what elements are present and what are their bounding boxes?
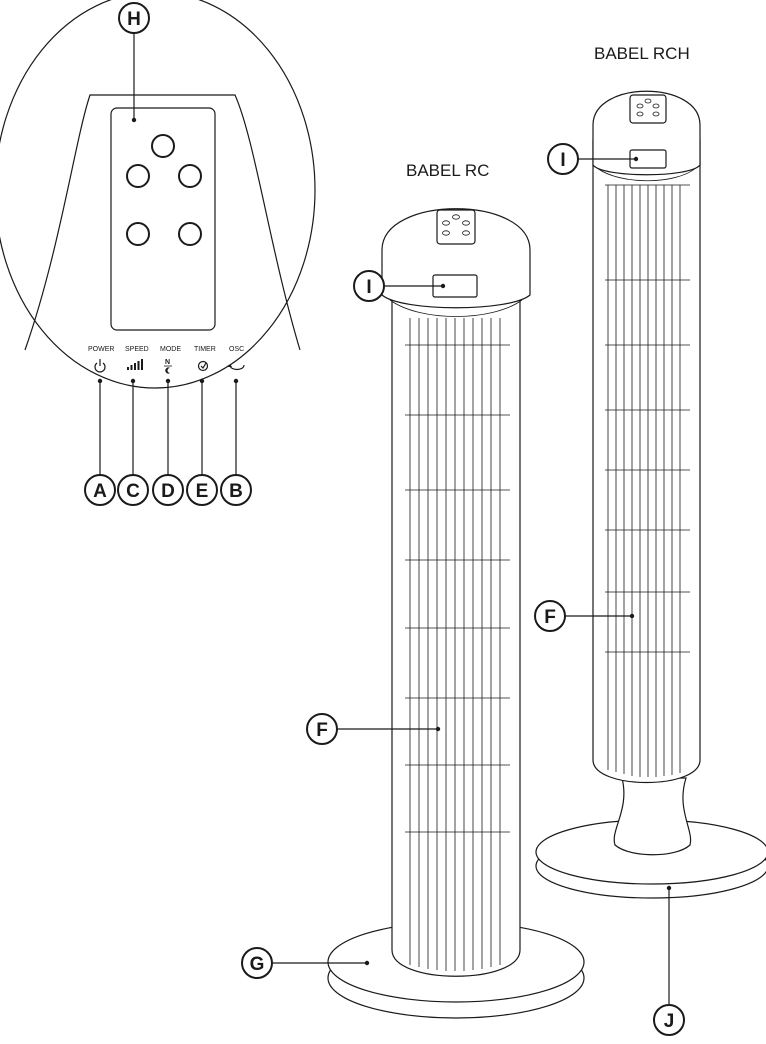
callout-i-rch: I xyxy=(547,143,639,175)
fan-babel-rch xyxy=(535,90,766,899)
fan-babel-rc xyxy=(327,208,585,1019)
model-title-babel-rc: BABEL RC xyxy=(406,161,489,180)
rch-head-rim xyxy=(596,167,697,182)
callout-d: D xyxy=(152,474,184,506)
rc-head-rim xyxy=(389,299,523,317)
control-panel-zoom: POWER SPEED MODE TIMER OSC N xyxy=(0,0,316,475)
callout-f-rc: F xyxy=(306,713,441,745)
callout-letter-j: J xyxy=(664,1011,675,1032)
panel-leaders xyxy=(97,378,239,475)
rc-head xyxy=(381,208,531,309)
callout-letter-i-rc: I xyxy=(366,277,371,298)
rc-top-buttons xyxy=(442,214,470,236)
callout-h: H xyxy=(118,2,150,123)
rc-grille xyxy=(405,318,510,971)
callout-letter-b: B xyxy=(229,481,243,502)
callout-c: C xyxy=(117,474,149,506)
control-label-timer: TIMER xyxy=(194,346,216,353)
control-label-speed: SPEED xyxy=(125,346,149,353)
speed-bars-icon xyxy=(127,359,143,370)
callout-i-rc: I xyxy=(353,270,446,302)
rch-head xyxy=(592,90,701,176)
rch-column xyxy=(592,139,701,783)
rc-column xyxy=(391,249,521,977)
panel-button[interactable] xyxy=(151,134,175,158)
callout-b: B xyxy=(220,474,252,506)
panel-buttons xyxy=(126,134,202,246)
callout-a: A xyxy=(84,474,116,506)
panel-button[interactable] xyxy=(126,222,150,246)
callout-letter-h: H xyxy=(127,9,141,30)
callout-letter-c: C xyxy=(126,481,140,502)
rch-grille xyxy=(605,184,690,777)
panel-button[interactable] xyxy=(178,222,202,246)
callout-letter-g: G xyxy=(250,954,265,975)
oscillation-icon xyxy=(228,364,245,371)
button-panel xyxy=(110,107,216,331)
power-icon xyxy=(94,359,106,373)
callout-letter-a: A xyxy=(93,481,107,502)
control-label-power: POWER xyxy=(88,346,114,353)
zoom-fan-head-outline xyxy=(24,94,301,351)
callout-e: E xyxy=(186,474,218,506)
callout-j: J xyxy=(653,885,685,1036)
callout-letter-e: E xyxy=(196,481,209,502)
callout-letter-i-rch: I xyxy=(560,150,565,171)
callout-f-rch: F xyxy=(534,600,635,632)
model-title-babel-rch: BABEL RCH xyxy=(594,44,690,63)
control-label-mode: MODE xyxy=(160,346,181,353)
callout-letter-f-rc: F xyxy=(316,720,328,741)
callout-letter-f-rch: F xyxy=(544,607,556,628)
callout-letter-d: D xyxy=(161,481,175,502)
mode-icon: N xyxy=(164,359,172,374)
rch-top-buttons xyxy=(636,98,660,117)
panel-button[interactable] xyxy=(126,164,150,188)
callout-g: G xyxy=(241,947,370,979)
timer-icon xyxy=(197,360,209,372)
panel-button[interactable] xyxy=(178,164,202,188)
mode-glyph: N xyxy=(165,359,170,366)
control-label-osc: OSC xyxy=(229,346,244,353)
rch-neck xyxy=(613,777,692,856)
